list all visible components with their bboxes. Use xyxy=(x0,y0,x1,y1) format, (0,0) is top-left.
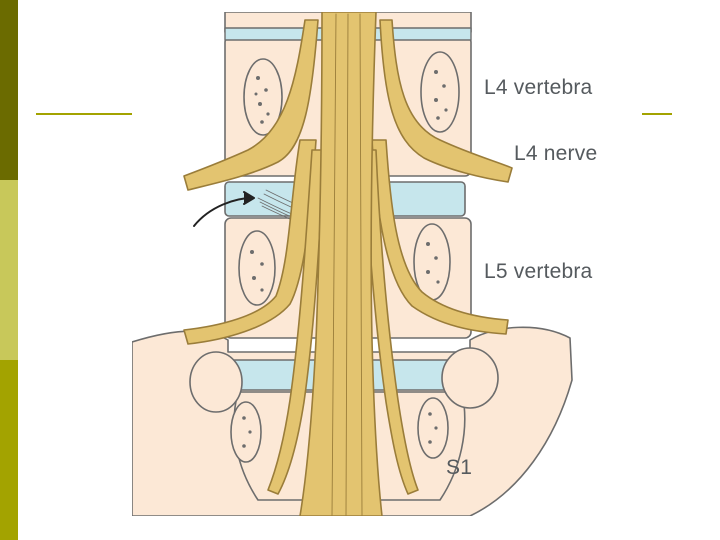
label-s1: S1 xyxy=(446,456,473,479)
l4-nerve-left xyxy=(183,19,319,191)
spine-nerve-diagram xyxy=(132,12,573,516)
pedicle-s1-left xyxy=(189,351,243,413)
facet-l4-right xyxy=(420,51,460,133)
l4-nerve-right xyxy=(379,19,513,183)
s1-nerve-left xyxy=(267,149,325,495)
pedicle-s1-right xyxy=(441,347,499,409)
facet-l5-left xyxy=(238,230,276,306)
s1-nerve-right xyxy=(363,149,419,495)
facet-s1-right xyxy=(417,397,449,459)
facet-l4-left xyxy=(243,58,283,136)
side-bar-dark xyxy=(0,0,18,180)
side-bar-olive xyxy=(0,360,18,540)
label-l4-nerve: L4 nerve xyxy=(514,142,598,165)
l5-nerve-right xyxy=(371,139,509,335)
title-rule-right xyxy=(642,113,672,115)
compression-arrow xyxy=(193,191,255,227)
title-rule-left xyxy=(36,113,132,115)
label-l5-vertebra: L5 vertebra xyxy=(484,260,593,283)
facet-s1-left xyxy=(230,401,262,463)
side-bar-light xyxy=(0,180,18,360)
label-l4-vertebra: L4 vertebra xyxy=(484,76,593,99)
